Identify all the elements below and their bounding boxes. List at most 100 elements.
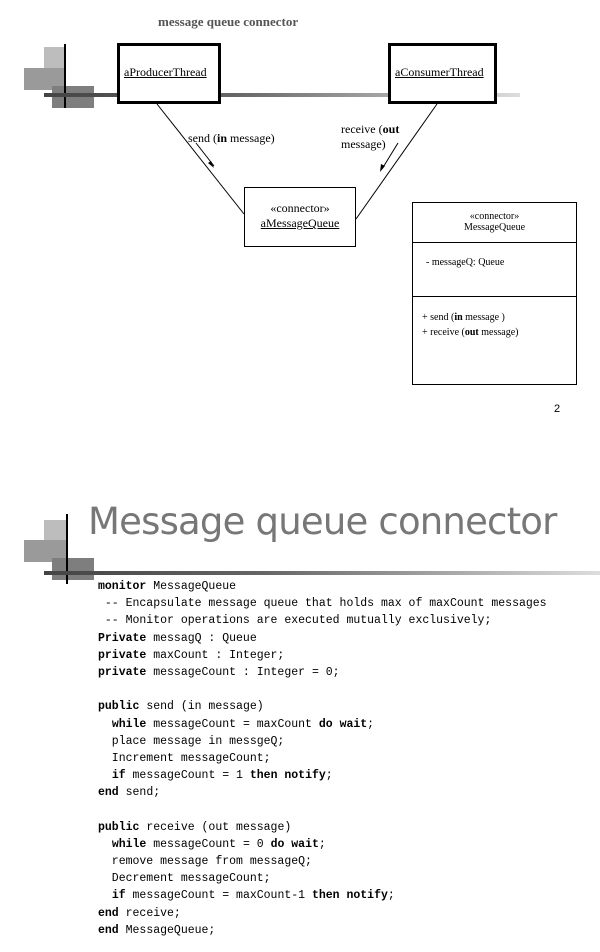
code-line: Increment messageCount; xyxy=(98,750,547,767)
code-text xyxy=(98,838,112,851)
producer-thread-name: aProducerThread xyxy=(124,65,207,79)
code-keyword: monitor xyxy=(98,580,147,593)
class-attribute: - messageQ: Queue xyxy=(426,257,505,268)
code-keyword: end xyxy=(98,906,119,920)
send-label: send (in message) xyxy=(188,131,275,146)
code-line: Private messagQ : Queue xyxy=(98,630,547,647)
code-text: ; xyxy=(387,889,395,903)
receive-label-pre: receive ( xyxy=(341,122,383,136)
slide-2: Message queue connector monitor MessageQ… xyxy=(0,470,600,952)
op-send-post: message ) xyxy=(462,312,505,323)
producer-thread-box: aProducerThread xyxy=(117,43,221,104)
receive-label-post: message) xyxy=(341,137,386,151)
code-text: MessageQueue xyxy=(146,580,237,593)
op-receive-keyword: out xyxy=(464,327,479,338)
class-operation-receive: + receive (out message) xyxy=(422,325,576,340)
op-send-pre: + send ( xyxy=(422,312,455,323)
code-text: MessageQueue; xyxy=(118,923,216,937)
connector-lines xyxy=(156,103,438,220)
class-name: MessageQueue xyxy=(463,222,526,233)
code-keyword: if xyxy=(111,769,126,783)
code-line xyxy=(98,801,547,818)
decorative-squares xyxy=(0,0,120,120)
code-keyword: end xyxy=(98,923,119,937)
receive-arrow-icon xyxy=(380,142,399,172)
code-text xyxy=(98,769,112,782)
code-line: -- Encapsulate message queue that holds … xyxy=(98,595,547,612)
code-keyword: end xyxy=(98,786,119,800)
slide-1: message queue connector aProducerThread … xyxy=(0,0,600,470)
code-keyword: if xyxy=(111,889,126,903)
code-text: messagQ : Queue xyxy=(146,631,257,645)
code-text: maxCount : Integer; xyxy=(146,648,285,662)
slide-title: message queue connector xyxy=(158,14,299,29)
code-line: remove message from messageQ; xyxy=(98,853,547,870)
code-keyword: Private xyxy=(98,631,147,645)
code-keyword: public xyxy=(98,820,140,834)
code-text: ; xyxy=(318,837,326,851)
code-text: receive; xyxy=(118,906,181,920)
title-rule xyxy=(44,93,520,97)
code-text xyxy=(98,718,112,731)
code-text: messageCount = 0 xyxy=(146,837,271,851)
code-line: public send (in message) xyxy=(98,698,547,715)
code-line: if messageCount = 1 then notify; xyxy=(98,767,547,784)
code-line: end MessageQueue; xyxy=(98,922,547,939)
page-number: 2 xyxy=(554,403,561,415)
connector-name: aMessageQueue xyxy=(260,216,340,230)
send-label-keyword: in xyxy=(217,131,228,145)
send-label-post: message) xyxy=(227,131,275,145)
code-text: ; xyxy=(325,769,333,783)
message-queue-connector-box: «connector» aMessageQueue xyxy=(244,187,356,247)
class-operations-section: + send (in message ) + receive (out mess… xyxy=(413,297,576,340)
code-text: remove message from messageQ; xyxy=(98,855,312,868)
code-keyword: then notify xyxy=(249,769,326,783)
code-keyword: while xyxy=(111,717,147,731)
receive-label: receive (out message) xyxy=(341,122,399,152)
code-text: send; xyxy=(118,786,161,800)
code-keyword: do wait xyxy=(318,717,368,731)
code-keyword: private xyxy=(98,648,147,662)
class-name-section: «connector» MessageQueue xyxy=(413,203,576,243)
title-rule-2 xyxy=(44,571,600,575)
code-line: public receive (out message) xyxy=(98,819,547,836)
code-line: Decrement messageCount; xyxy=(98,870,547,887)
code-line: while messageCount = 0 do wait; xyxy=(98,836,547,853)
code-text: -- Monitor operations are executed mutua… xyxy=(98,614,492,628)
code-text: -- Encapsulate message queue that holds … xyxy=(98,597,547,611)
code-keyword: private xyxy=(98,665,147,679)
code-text: ; xyxy=(367,717,375,731)
code-keyword: then notify xyxy=(311,889,388,903)
code-text: messageCount : Integer = 0; xyxy=(146,665,340,679)
code-line: end receive; xyxy=(98,905,547,922)
consumer-thread-box: aConsumerThread xyxy=(388,43,497,104)
send-arrow-icon xyxy=(195,142,215,168)
code-line: private messageCount : Integer = 0; xyxy=(98,664,547,681)
code-text: messageCount = maxCount-1 xyxy=(125,889,312,903)
code-text: Decrement messageCount; xyxy=(98,872,271,886)
code-keyword: public xyxy=(98,700,140,714)
code-text: messageCount = maxCount xyxy=(146,717,319,731)
connector-stereotype: «connector» xyxy=(270,201,330,215)
code-text: place message in messgeQ; xyxy=(98,734,285,748)
code-text xyxy=(98,889,112,902)
code-line: monitor MessageQueue xyxy=(98,578,547,595)
code-text: send (in message) xyxy=(139,700,264,714)
class-stereotype: «connector» xyxy=(469,211,520,222)
class-operation-send: + send (in message ) xyxy=(422,310,576,325)
slide-title-2: Message queue connector xyxy=(88,500,557,543)
code-keyword: do wait xyxy=(270,837,319,851)
code-line: while messageCount = maxCount do wait; xyxy=(98,716,547,733)
op-receive-pre: + receive ( xyxy=(422,327,465,338)
op-send-keyword: in xyxy=(454,312,463,323)
code-line: -- Monitor operations are executed mutua… xyxy=(98,612,547,629)
consumer-thread-name: aConsumerThread xyxy=(395,65,484,79)
code-line xyxy=(98,681,547,698)
code-text: messageCount = 1 xyxy=(125,769,250,783)
receive-label-keyword: out xyxy=(382,122,400,136)
code-text: receive (out message) xyxy=(139,820,292,834)
op-receive-post: message) xyxy=(478,327,519,338)
code-text: Increment messageCount; xyxy=(98,751,271,765)
send-label-pre: send ( xyxy=(188,131,217,145)
code-line: if messageCount = maxCount-1 then notify… xyxy=(98,887,547,904)
